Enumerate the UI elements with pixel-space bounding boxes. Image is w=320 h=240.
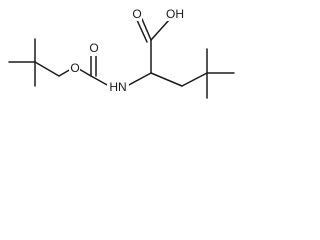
carbamate-oxygen-label: O — [89, 41, 98, 55]
bond — [78, 68, 92, 77]
backbone — [126, 18, 208, 87]
carbonyl-oxygen-label: O — [132, 7, 141, 21]
hydroxyl-label: OH — [166, 7, 184, 21]
bond — [150, 72, 183, 87]
bond — [90, 75, 110, 87]
tert-butyl-right — [206, 48, 235, 99]
bond — [126, 72, 152, 87]
bond — [34, 61, 60, 77]
amine-label: HN — [109, 80, 126, 94]
bond — [181, 72, 208, 87]
bond — [150, 19, 170, 41]
tert-butyl-left — [8, 38, 60, 87]
ester-oxygen-label: O — [70, 61, 79, 75]
bond — [136, 19, 148, 43]
structure-diagram: O OH O O HN — [8, 7, 235, 99]
boc-carbamate — [58, 52, 110, 87]
bond — [141, 18, 152, 41]
